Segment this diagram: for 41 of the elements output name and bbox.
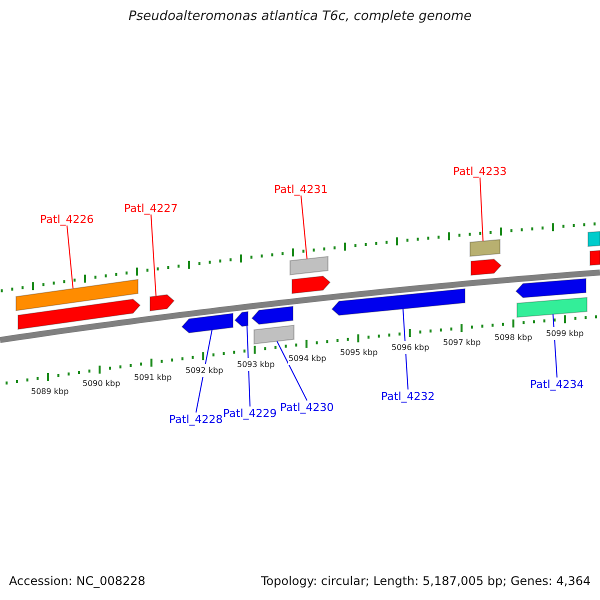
gene-label: Patl_4231 xyxy=(274,182,328,196)
scale-label: 5096 kbp xyxy=(390,340,430,354)
scale-label: 5091 kbp xyxy=(133,370,173,384)
gene-feature xyxy=(251,306,294,325)
scale-label: 5097 kbp xyxy=(442,336,482,350)
genome-info-text: Topology: circular; Length: 5,187,005 bp; Genes: 4,364 xyxy=(261,575,591,588)
gene-bar xyxy=(588,230,600,247)
gene-label: Patl_4227 xyxy=(124,202,178,214)
gene-bar xyxy=(290,256,328,276)
gene-label: Patl_4233 xyxy=(453,164,507,178)
gene-bar xyxy=(516,296,588,318)
gene-label: Patl_4230 xyxy=(280,400,334,414)
gene-label: Patl_4226 xyxy=(40,212,94,226)
scale-label: 5092 kbp xyxy=(184,364,224,377)
gene-feature xyxy=(150,294,175,312)
leader-line xyxy=(66,225,74,289)
leader-line xyxy=(300,195,308,260)
leader-line xyxy=(480,177,484,242)
gene-label: Patl_4229 xyxy=(223,406,277,420)
gene-bar xyxy=(590,250,600,266)
scale-label: 5095 kbp xyxy=(339,346,379,360)
gene-label: Patl_4234 xyxy=(530,378,584,390)
scale-label: 5090 kbp xyxy=(82,377,122,390)
gene-bar xyxy=(254,324,294,344)
scale-label: 5093 kbp xyxy=(236,358,276,371)
scale-label: 5089 kbp xyxy=(30,384,70,398)
gene-label: Patl_4232 xyxy=(381,390,435,402)
map-title: Pseudoalteromonas atlantica T6c, complete genome xyxy=(128,10,472,23)
scale-label: 5099 kbp xyxy=(545,327,585,340)
scale-label: 5094 kbp xyxy=(288,352,328,365)
gene-feature xyxy=(470,258,502,276)
gene-label: Patl_4228 xyxy=(169,412,223,426)
gene-feature xyxy=(331,288,466,316)
gene-bar xyxy=(470,239,500,257)
gene-feature xyxy=(515,278,586,298)
gene-bar xyxy=(16,278,138,312)
accession-text: Accession: NC_008228 xyxy=(9,575,146,588)
gene-feature xyxy=(18,298,141,330)
leader-line xyxy=(150,214,156,297)
gene-feature xyxy=(292,276,331,294)
scale-label: 5098 kbp xyxy=(494,331,534,344)
